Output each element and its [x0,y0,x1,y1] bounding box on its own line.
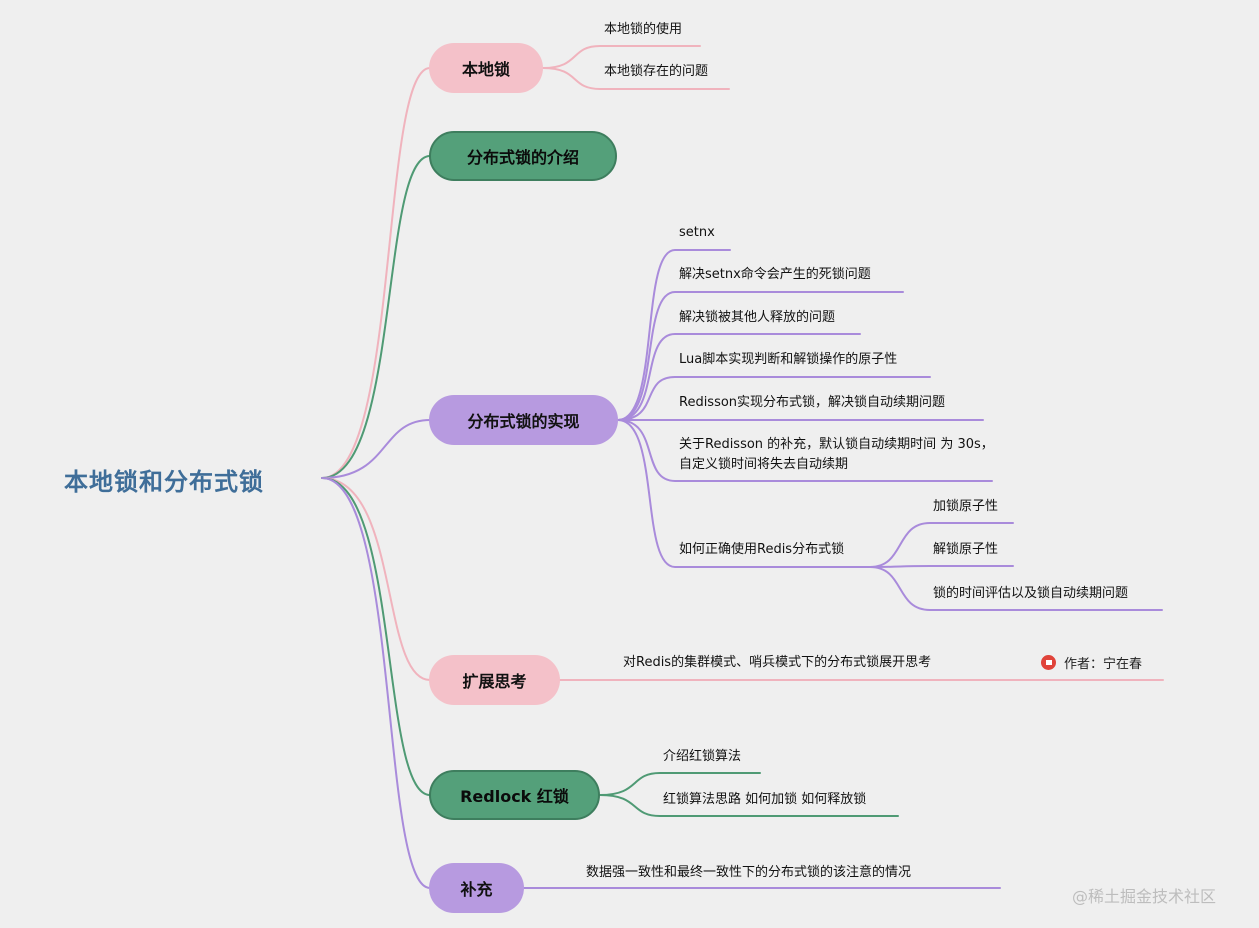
flag-icon [1041,655,1056,670]
leaf-lua-atomic[interactable]: Lua脚本实现判断和解锁操作的原子性 [679,352,898,367]
link-t5-c1 [599,772,761,796]
link-root-topic6 [321,477,431,889]
topic-extended-thinking[interactable]: 扩展思考 [429,655,560,705]
author-text: 作者：宁在春 [1064,657,1143,672]
link-t1-c2 [542,67,730,90]
author-tag: 作者：宁在春 [1041,653,1142,672]
link-root-topic3 [321,419,431,479]
leaf-local-lock-problems[interactable]: 本地锁存在的问题 [604,64,709,79]
topic-distributed-lock-intro[interactable]: 分布式锁的介绍 [429,131,617,181]
link-t3-c6 [617,419,993,482]
leaf-setnx[interactable]: setnx [679,225,715,240]
leaf-lock-atomic[interactable]: 加锁原子性 [933,499,999,514]
leaf-unlock-atomic[interactable]: 解锁原子性 [933,542,999,557]
link-t3-c3 [617,333,861,421]
leaf-redisson-supplement[interactable]: 关于Redisson 的补充，默认锁自动续期时间 为 30s，自定义锁时间将失去… [679,437,994,472]
leaf-local-lock-usage[interactable]: 本地锁的使用 [604,22,683,37]
leaf-release-by-others[interactable]: 解决锁被其他人释放的问题 [679,310,836,325]
leaf-lock-time-eval[interactable]: 锁的时间评估以及锁自动续期问题 [933,586,1129,601]
leaf-redlock-idea[interactable]: 红锁算法思路 如何加锁 如何释放锁 [663,792,867,807]
leaf-consistency[interactable]: 数据强一致性和最终一致性下的分布式锁的该注意的情况 [586,865,912,880]
topic-redlock[interactable]: Redlock 红锁 [429,770,600,820]
link-root-topic1 [321,67,431,479]
link-sub-c2 [869,565,1014,568]
leaf-cluster-sentinel[interactable]: 对Redis的集群模式、哨兵模式下的分布式锁展开思考 [623,655,932,670]
link-t3-c2 [617,291,904,421]
link-t3-c4 [617,376,931,421]
link-sub-c3 [869,566,1163,611]
topic-supplement[interactable]: 补充 [429,863,524,913]
leaf-deadlock[interactable]: 解决setnx命令会产生的死锁问题 [679,267,871,282]
link-root-topic2 [321,155,431,479]
link-t3-c1 [617,249,731,421]
leaf-redisson[interactable]: Redisson实现分布式锁，解决锁自动续期问题 [679,395,946,410]
root-node[interactable]: 本地锁和分布式锁 [64,468,264,496]
link-t1-c1 [542,45,701,69]
topic-distributed-lock-impl[interactable]: 分布式锁的实现 [429,395,618,445]
link-root-topic5 [321,477,431,796]
leaf-correct-usage[interactable]: 如何正确使用Redis分布式锁 [679,542,845,557]
watermark: @稀土掘金技术社区 [1072,887,1217,906]
leaf-redlock-intro[interactable]: 介绍红锁算法 [663,749,742,764]
topic-local-lock[interactable]: 本地锁 [429,43,543,93]
link-t3-c7 [617,419,871,568]
link-t5-c2 [599,794,899,817]
link-root-topic4 [321,477,431,681]
link-sub-c1 [869,522,1014,568]
